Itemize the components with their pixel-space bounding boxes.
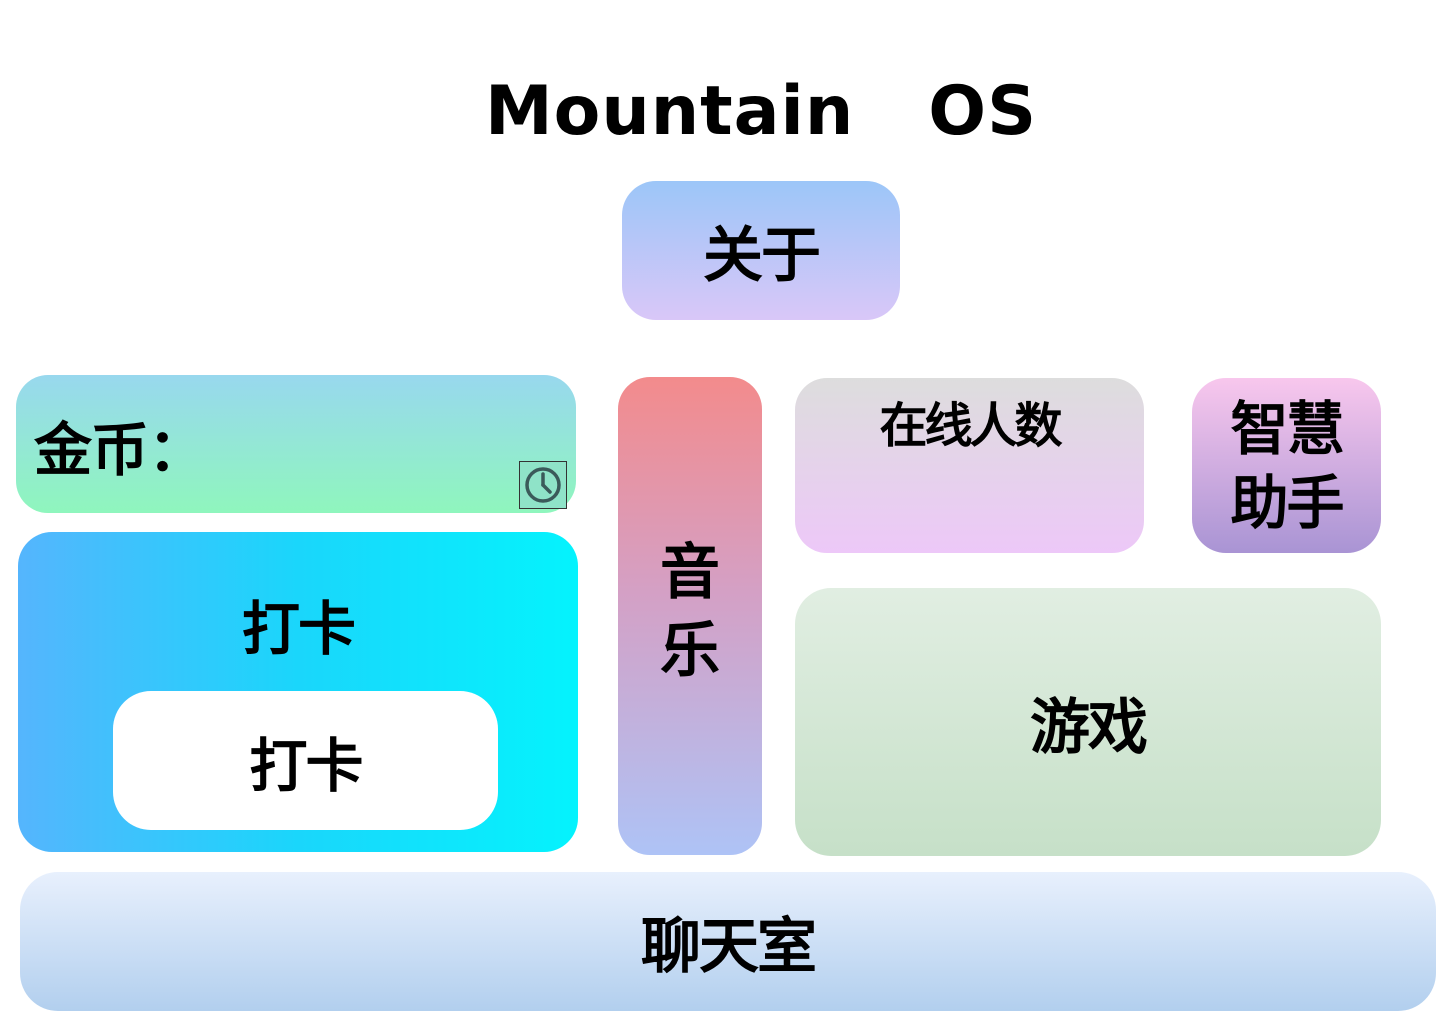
- assistant-label-line2: 助手: [1230, 468, 1344, 537]
- assistant-button[interactable]: 智慧 助手: [1192, 378, 1381, 553]
- clock-icon-graphic: [525, 467, 561, 503]
- music-label-line1: 音: [660, 538, 720, 608]
- chatroom-label: 聊天室: [641, 912, 817, 982]
- online-users-label: 在线人数: [879, 398, 1062, 454]
- music-button[interactable]: 音 乐: [618, 377, 762, 855]
- assistant-label: 智慧 助手: [1212, 392, 1362, 540]
- app-title: Mountain OS: [484, 72, 1038, 151]
- checkin-button-label: 打卡: [249, 731, 363, 800]
- games-label: 游戏: [1030, 692, 1148, 763]
- checkin-panel-title: 打卡: [241, 595, 356, 663]
- music-label-line2: 乐: [660, 616, 720, 686]
- music-label: 音 乐: [660, 534, 720, 690]
- checkin-button[interactable]: 打卡: [113, 691, 498, 830]
- games-button[interactable]: 游戏: [795, 588, 1381, 856]
- about-button[interactable]: 关于: [622, 181, 900, 320]
- about-label: 关于: [703, 221, 821, 291]
- coins-label: 金币：: [34, 416, 206, 484]
- assistant-label-line1: 智慧: [1230, 394, 1344, 463]
- clock-icon[interactable]: [519, 461, 567, 509]
- chatroom-button[interactable]: 聊天室: [20, 872, 1436, 1011]
- online-users-panel[interactable]: 在线人数: [795, 378, 1144, 553]
- coins-panel: 金币：: [16, 375, 576, 513]
